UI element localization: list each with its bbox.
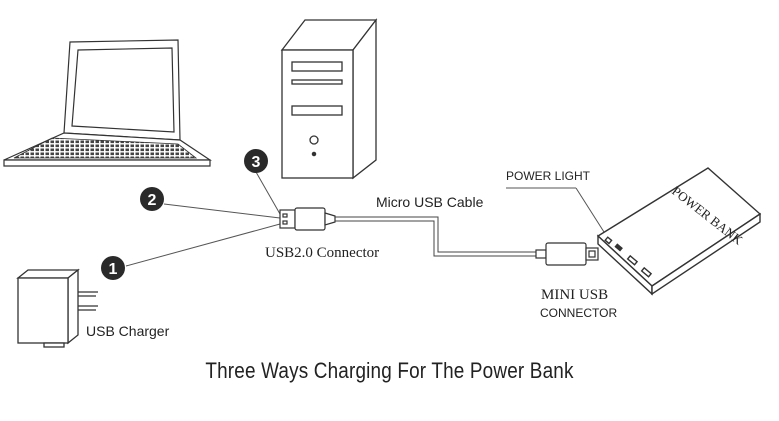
usb-connector-label: USB2.0 Connector [265,245,380,261]
marker-2: 2 [140,187,164,211]
desktop-tower-illustration [280,18,378,180]
marker-2-label: 2 [148,192,157,209]
usb-charger-illustration [16,268,98,348]
micro-usb-cable [335,216,545,257]
marker-1-label: 1 [109,261,118,278]
usb-connector-illustration [279,207,336,231]
mini-usb-connector-illustration [535,242,599,266]
marker-3-label: 3 [252,154,261,171]
usb-charger-label: USB Charger [86,323,170,339]
laptop-illustration [3,39,212,167]
connection-lines [125,171,281,267]
power-bank-illustration [596,167,762,296]
micro-usb-cable-label: Micro USB Cable [376,194,484,210]
mini-usb-label-line1: MINI USB [541,287,609,303]
marker-3: 3 [244,149,268,173]
power-light-label: POWER LIGHT [506,169,591,183]
power-light-pointer-bend [575,187,605,233]
diagram-caption: Three Ways Charging For The Power Bank [205,358,574,383]
mini-usb-label-line2: CONNECTOR [540,306,618,320]
marker-1: 1 [101,256,125,280]
